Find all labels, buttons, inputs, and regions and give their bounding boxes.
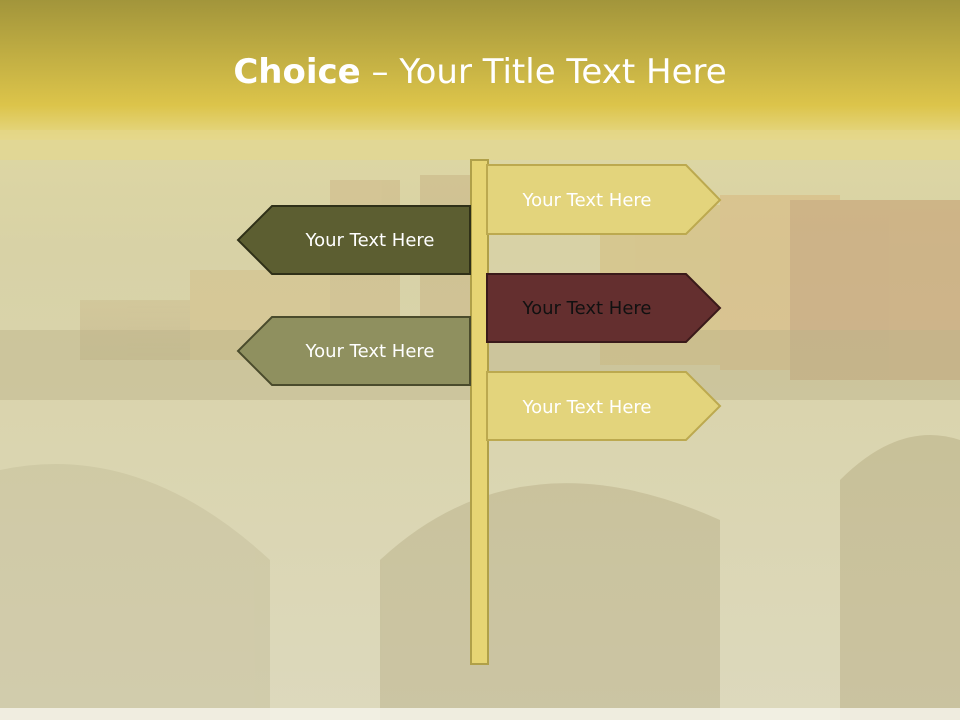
sign-right-1[interactable]: Your Text Here	[486, 164, 722, 235]
sign-left-1[interactable]: Your Text Here	[236, 205, 471, 275]
sign-right-3-label: Your Text Here	[522, 397, 652, 418]
sign-right-2-label: Your Text Here	[522, 298, 652, 319]
sign-right-3[interactable]: Your Text Here	[486, 371, 722, 441]
sign-right-1-label: Your Text Here	[522, 190, 652, 211]
slide-title: Choice – Your Title Text Here	[0, 52, 960, 92]
sign-left-2[interactable]: Your Text Here	[236, 316, 471, 386]
sign-left-1-label: Your Text Here	[305, 230, 435, 251]
title-bold: Choice	[233, 52, 361, 92]
background-bridge	[0, 330, 960, 720]
sign-left-2-label: Your Text Here	[305, 341, 435, 362]
sign-right-2[interactable]: Your Text Here	[486, 273, 722, 343]
title-rest: – Your Title Text Here	[360, 52, 727, 92]
signpost-pole	[470, 159, 489, 665]
